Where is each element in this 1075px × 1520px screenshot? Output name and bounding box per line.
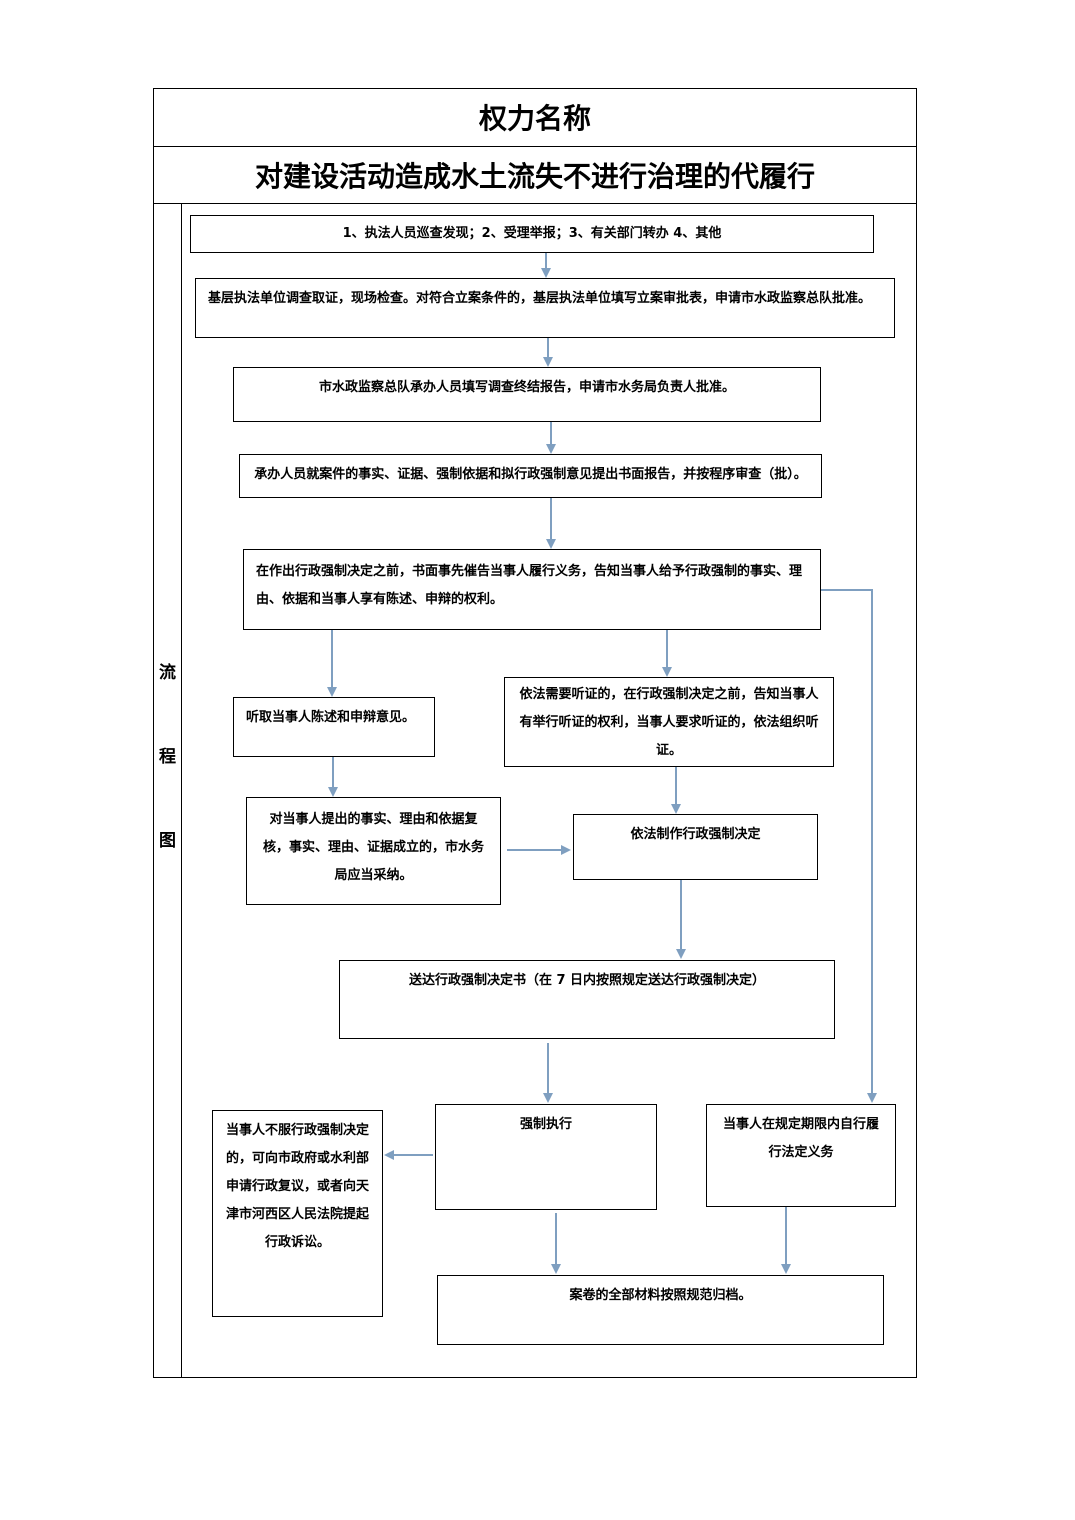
header-title: 权力名称 (478, 102, 591, 135)
step-self-perform: 当事人在规定期限内自行履行法定义务 (706, 1104, 896, 1207)
column-divider (181, 203, 182, 1378)
step-enforce: 强制执行 (435, 1104, 657, 1210)
step-final-report: 市水政监察总队承办人员填写调查终结报告，申请市水务局负责人批准。 (233, 367, 821, 422)
side-label-char-1: 流 (159, 663, 176, 683)
step-archive: 案卷的全部材料按照规范归档。 (437, 1275, 884, 1345)
side-label-char-2: 程 (159, 747, 176, 767)
row-divider-1 (153, 146, 917, 147)
step-review-adopt: 对当事人提出的事实、理由和依据复核，事实、理由、证据成立的，市水务局应当采纳。 (246, 797, 501, 905)
step-investigation: 基层执法单位调查取证，现场检查。对符合立案条件的，基层执法单位填写立案审批表，申… (195, 278, 895, 338)
row-divider-2 (153, 203, 917, 204)
step-source: 1、执法人员巡查发现；2、受理举报；3、有关部门转办 4、其他 (190, 215, 874, 253)
step-written-report: 承办人员就案件的事实、证据、强制依据和拟行政强制意见提出书面报告，并按程序审查（… (239, 454, 822, 498)
step-appeal-rights: 当事人不服行政强制决定的，可向市政府或水利部申请行政复议，或者向天津市河西区人民… (212, 1110, 383, 1317)
power-name: 对建设活动造成水土流失不进行治理的代履行 (254, 159, 815, 193)
table-frame (153, 88, 917, 1378)
step-make-decision: 依法制作行政强制决定 (573, 814, 818, 880)
step-hearing-notice: 依法需要听证的，在行政强制决定之前，告知当事人有举行听证的权利，当事人要求听证的… (504, 677, 834, 767)
side-label-char-3: 图 (159, 831, 176, 851)
step-hear-statement: 听取当事人陈述和申辩意见。 (233, 697, 435, 757)
step-deliver-decision: 送达行政强制决定书（在 7 日内按照规定送达行政强制决定） (339, 960, 835, 1039)
step-demand-notice: 在作出行政强制决定之前，书面事先催告当事人履行义务，告知当事人给予行政强制的事实… (243, 549, 821, 630)
